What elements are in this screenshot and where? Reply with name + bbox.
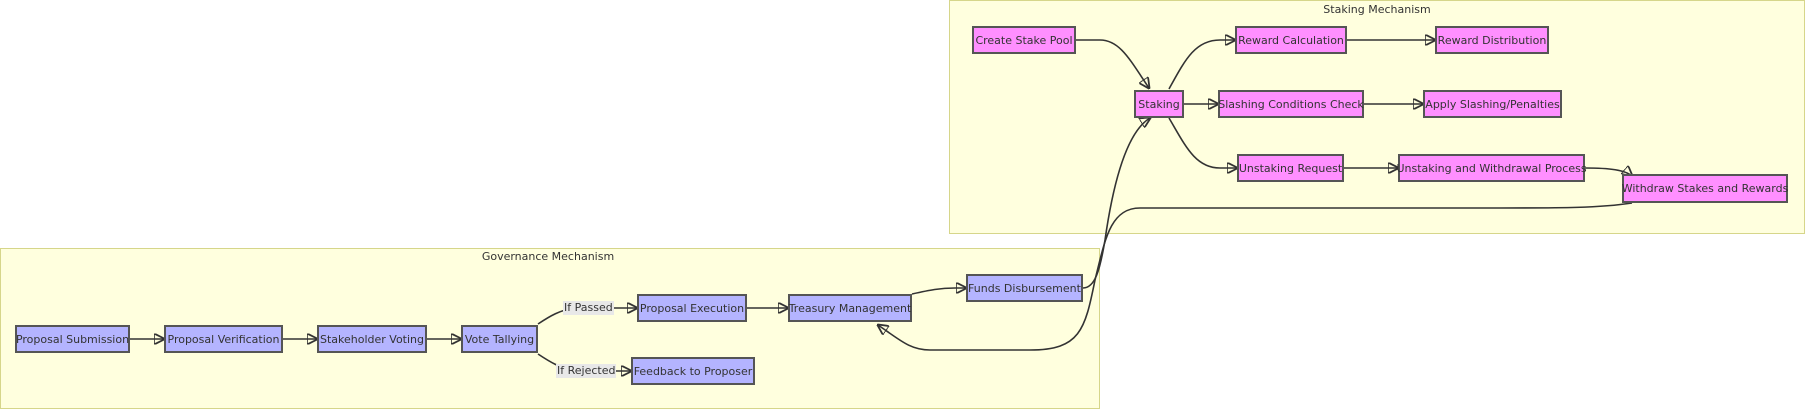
edge-staking-to-reward-calculation xyxy=(1168,40,1235,90)
cluster-title-staking: Staking Mechanism xyxy=(1323,3,1431,16)
edge-funds-disbursement-to-staking xyxy=(1082,118,1150,289)
node-treasury-management[interactable]: Treasury Management xyxy=(788,294,912,322)
node-slashing-conditions-check[interactable]: Slashing Conditions Check xyxy=(1218,90,1364,118)
node-staking[interactable]: Staking xyxy=(1134,90,1184,118)
node-create-stake-pool[interactable]: Create Stake Pool xyxy=(972,26,1076,54)
node-vote-tallying[interactable]: Vote Tallying xyxy=(461,325,538,353)
edge-label-if-rejected: If Rejected xyxy=(556,364,617,378)
node-apply-slashing-penalties[interactable]: Apply Slashing/Penalties xyxy=(1423,90,1562,118)
node-proposal-submission[interactable]: Proposal Submission xyxy=(15,325,130,353)
node-reward-distribution[interactable]: Reward Distribution xyxy=(1435,26,1549,54)
cluster-title-governance: Governance Mechanism xyxy=(481,250,615,263)
edge-treasury-to-funds-disbursement xyxy=(911,288,966,295)
node-proposal-execution[interactable]: Proposal Execution xyxy=(637,294,747,322)
node-feedback-to-proposer[interactable]: Feedback to Proposer xyxy=(631,357,755,385)
node-withdraw-stakes-rewards[interactable]: Withdraw Stakes and Rewards xyxy=(1622,174,1788,203)
node-proposal-verification[interactable]: Proposal Verification xyxy=(164,325,283,353)
edge-create-stake-pool-to-staking xyxy=(1076,39,1149,88)
node-unstaking-request[interactable]: Unstaking Request xyxy=(1237,154,1344,182)
node-reward-calculation[interactable]: Reward Calculation xyxy=(1235,26,1347,54)
node-stakeholder-voting[interactable]: Stakeholder Voting xyxy=(317,325,427,353)
edge-staking-to-unstaking-request xyxy=(1168,117,1237,168)
edge-label-if-passed: If Passed xyxy=(563,301,614,315)
node-unstaking-withdrawal-process[interactable]: Unstaking and Withdrawal Process xyxy=(1396,154,1587,182)
node-funds-disbursement[interactable]: Funds Disbursement xyxy=(966,274,1083,302)
